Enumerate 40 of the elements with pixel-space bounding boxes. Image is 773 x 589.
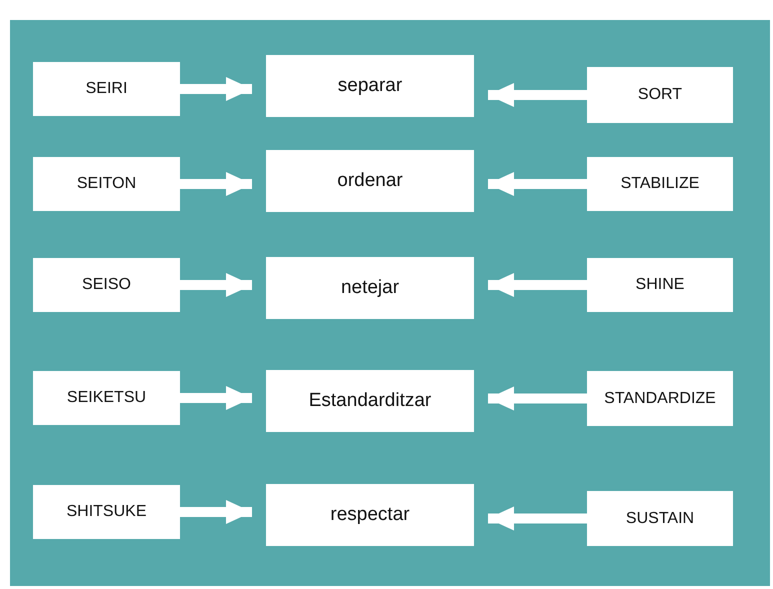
box-label: SHITSUKE <box>66 503 146 521</box>
block-arrow <box>180 500 252 524</box>
label-box <box>33 371 180 425</box>
block-arrow <box>488 172 587 196</box>
label-box <box>33 258 180 312</box>
label-box <box>266 257 474 319</box>
block-arrow <box>488 506 587 530</box>
box-label: SUSTAIN <box>626 510 694 528</box>
label-box <box>587 371 733 426</box>
block-arrow <box>488 386 587 410</box>
box-label: SHINE <box>636 276 684 294</box>
box-label: STANDARDIZE <box>604 390 716 408</box>
label-box <box>33 62 180 116</box>
box-label: netejar <box>340 277 400 299</box>
box-label: STABILIZE <box>620 175 700 193</box>
label-box <box>266 370 474 432</box>
block-arrow <box>180 386 252 410</box>
label-box <box>587 258 733 312</box>
label-box <box>33 157 180 211</box>
box-label: SEIRI <box>86 80 128 98</box>
label-box <box>33 485 180 539</box>
block-arrow <box>488 273 587 297</box>
block-arrow <box>488 83 587 107</box>
label-box <box>587 491 733 546</box>
box-label: SEITON <box>76 175 136 193</box>
box-label: SORT <box>638 86 682 104</box>
box-label: respectar <box>330 504 410 526</box>
label-box <box>266 55 474 117</box>
box-label: separar <box>338 75 402 97</box>
box-label: Estandarditzar <box>308 390 432 412</box>
label-box <box>266 150 474 212</box>
label-box <box>266 484 474 546</box>
block-arrow <box>180 77 252 101</box>
box-label: SEIKETSU <box>66 389 146 407</box>
box-label: ordenar <box>337 170 403 192</box>
block-arrow <box>180 273 252 297</box>
block-arrow <box>180 172 252 196</box>
box-label: SEISO <box>82 276 131 294</box>
label-box <box>587 67 733 123</box>
label-box <box>587 157 733 211</box>
